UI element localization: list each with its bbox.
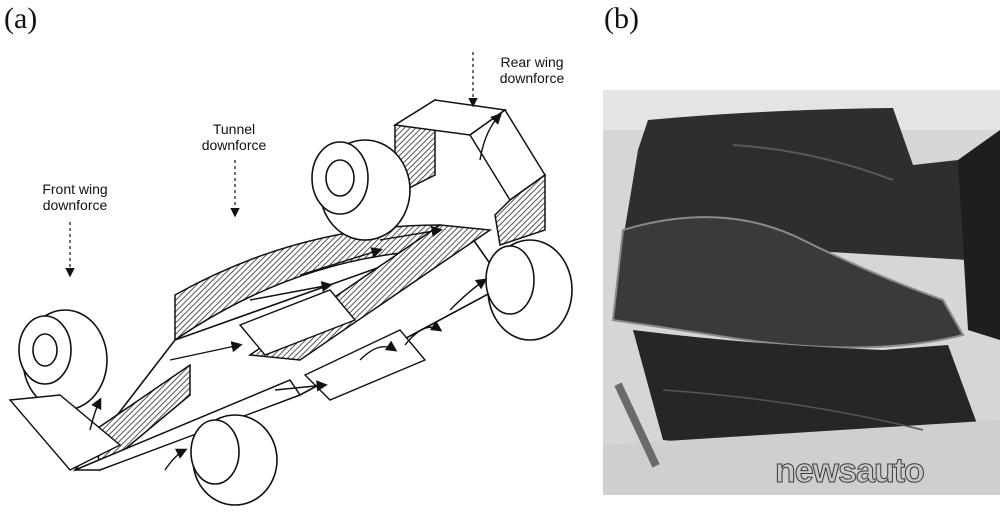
- annotation-line: downforce: [20, 197, 130, 213]
- annotation-front-wing: Front wing downforce: [20, 181, 130, 213]
- annotation-line: Front wing: [20, 181, 130, 197]
- annotation-line: Tunnel: [186, 121, 282, 137]
- watermark-logo: newsauto: [775, 452, 924, 491]
- annotation-line: downforce: [186, 137, 282, 153]
- annotation-tunnel: Tunnel downforce: [186, 121, 282, 153]
- panel-b-label: (b): [604, 2, 639, 36]
- wheel-rear-left: [312, 140, 410, 240]
- photo-drawing: [603, 90, 1000, 495]
- wheel-front-right: [191, 415, 277, 505]
- flow-arrow: [165, 450, 185, 470]
- annotation-line: Rear wing: [482, 54, 582, 70]
- wheel-front-left: [19, 310, 107, 410]
- annotation-line: downforce: [482, 70, 582, 86]
- car-floor-photo: [603, 90, 1000, 495]
- wheel-rear-right: [486, 240, 572, 340]
- annotation-rear-wing: Rear wing downforce: [482, 54, 582, 86]
